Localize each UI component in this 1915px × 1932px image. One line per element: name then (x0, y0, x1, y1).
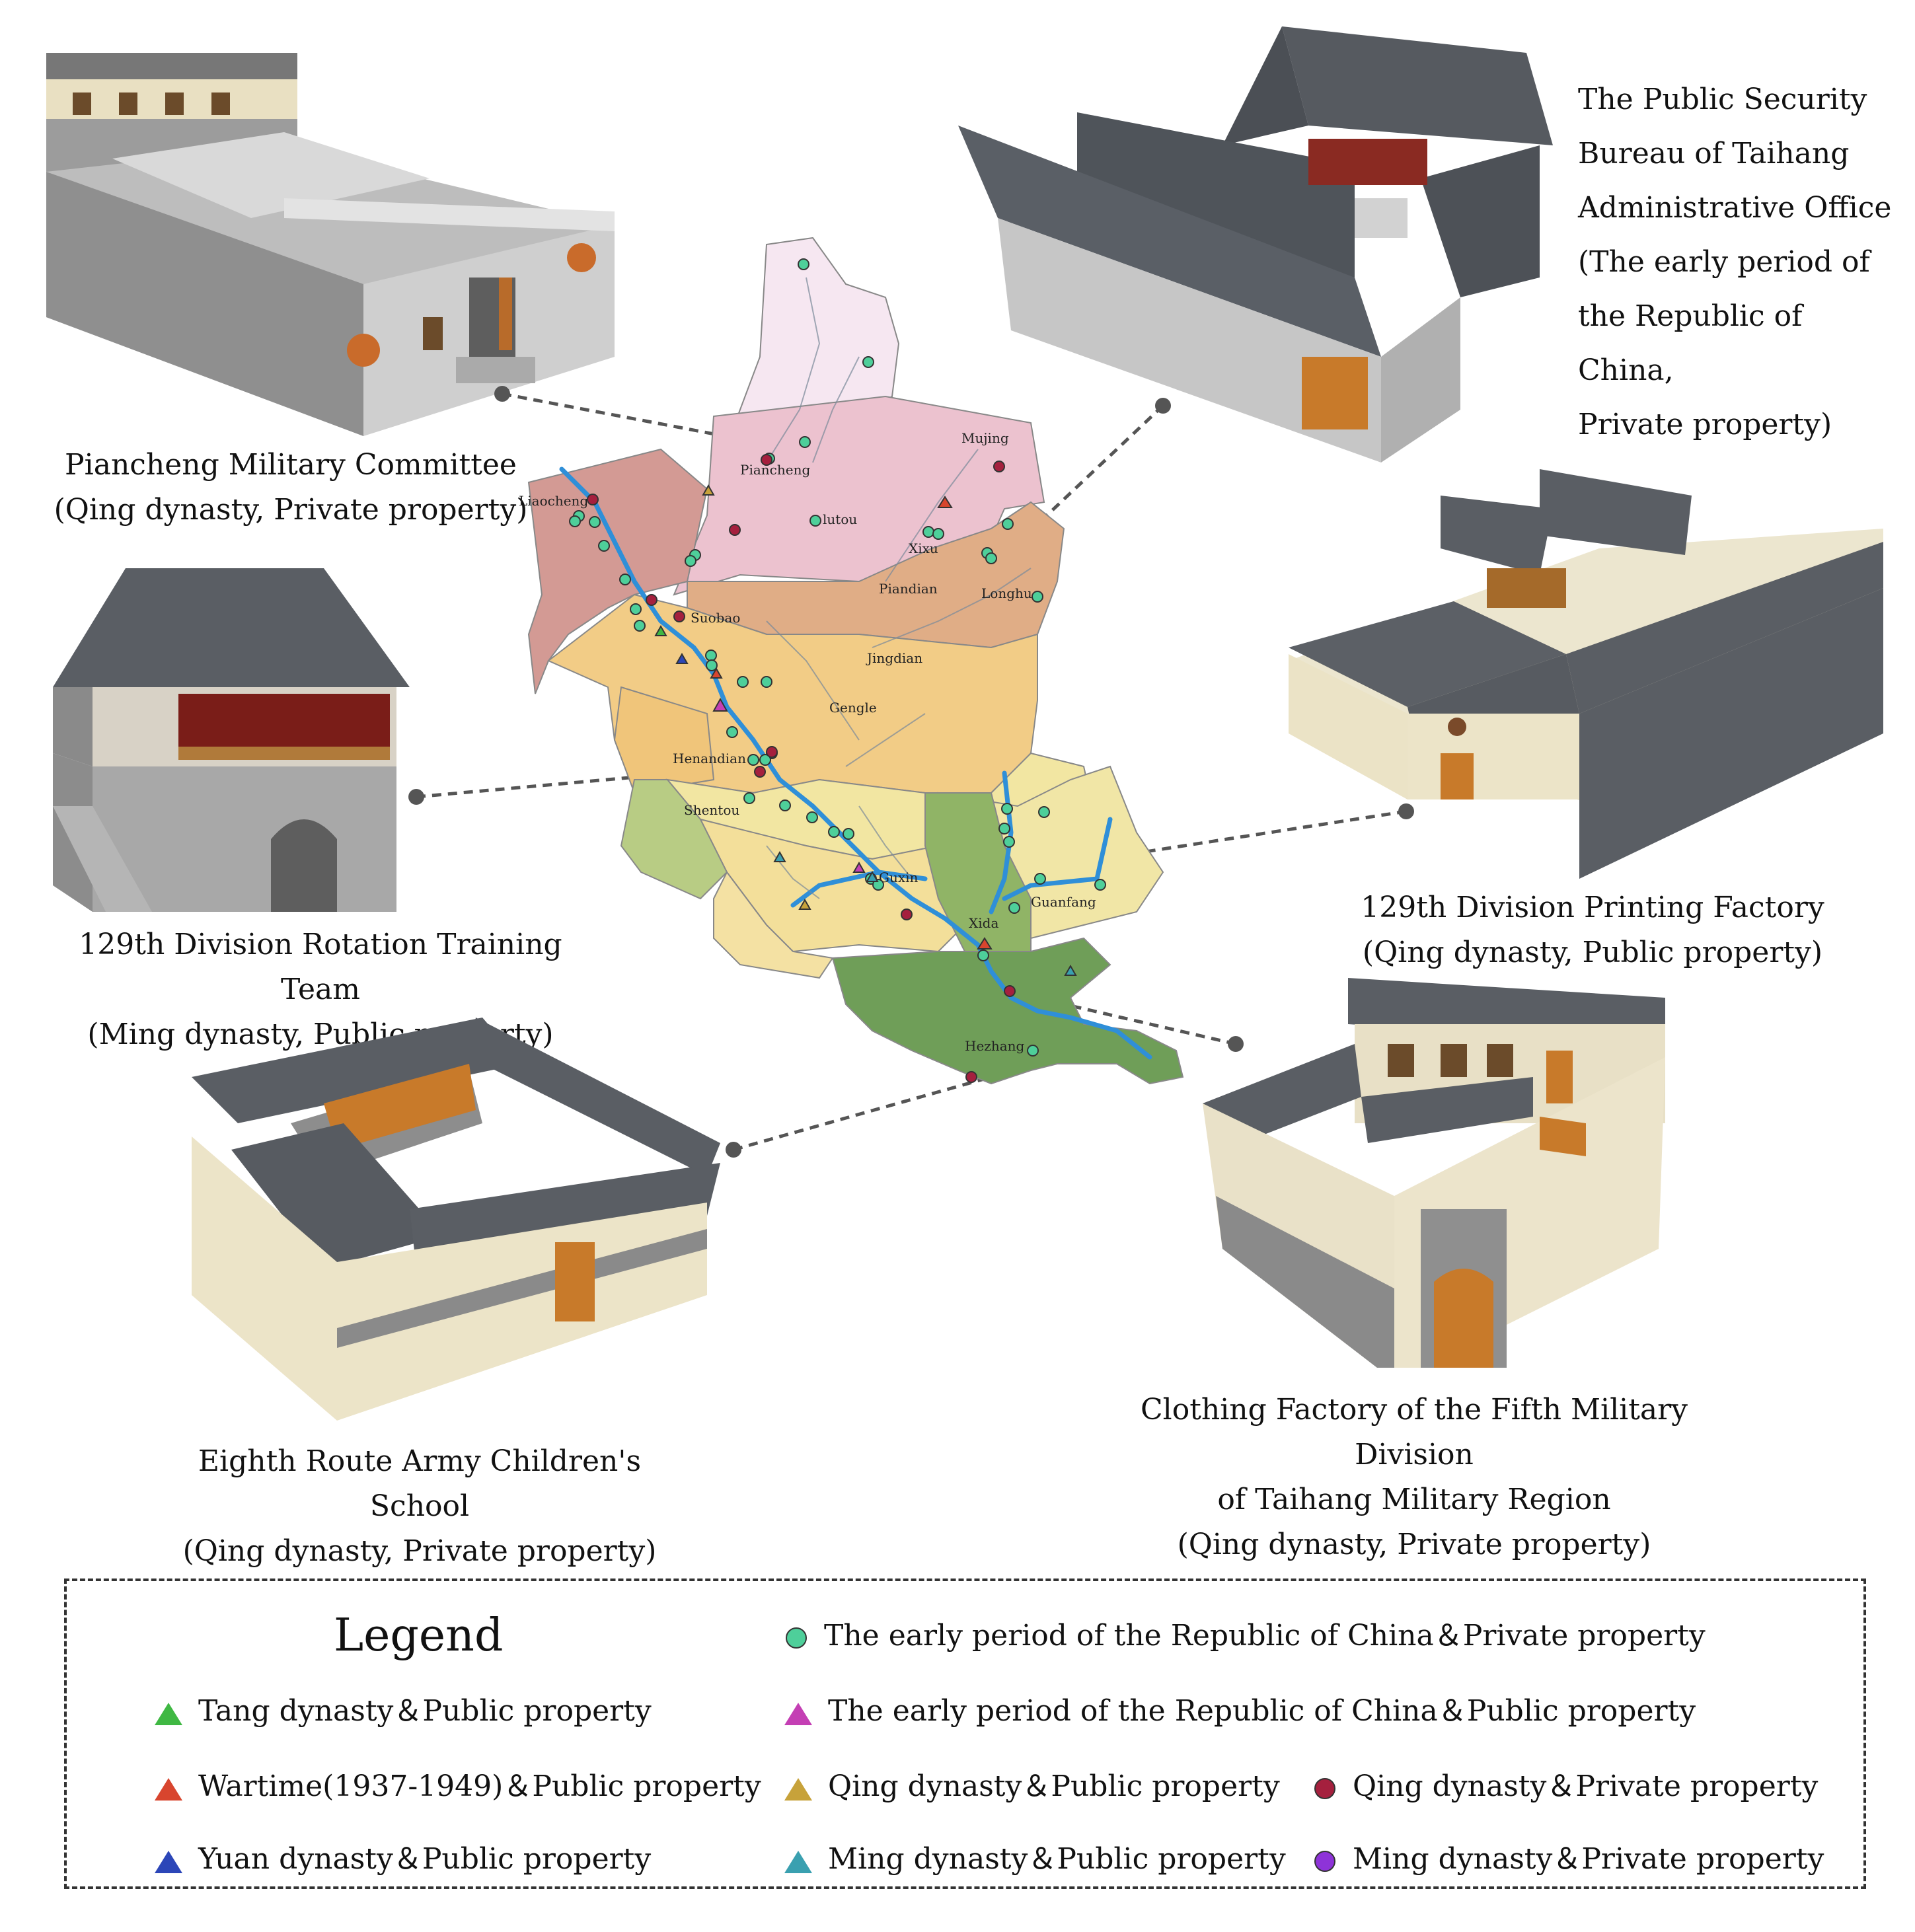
town-label: Piancheng (740, 462, 810, 478)
town-label: lutou (823, 511, 857, 527)
town-label: Guxin (879, 870, 919, 885)
triangle-marker-icon (784, 1777, 812, 1801)
town-label: Shentou (684, 802, 739, 818)
region-map: Mujing Piancheng Liaocheng lutou Xixu Lo… (408, 237, 1414, 1158)
school-building-illustration (192, 1018, 720, 1421)
legend-item: Yuan dynasty＆Public property (153, 1841, 651, 1878)
town-label: Gengle (829, 700, 877, 716)
caption-security-line2: Bureau of Taihang (1578, 137, 1850, 170)
town-label: Longhu (981, 585, 1032, 601)
triangle-marker-icon (155, 1702, 182, 1725)
legend-item-label: Wartime(1937-1949)＆Public property (198, 1769, 761, 1803)
circle-marker-icon (1314, 1777, 1335, 1799)
printing-building-illustration (1289, 469, 1883, 879)
town-labels: Mujing Piancheng Liaocheng lutou Xixu Lo… (519, 430, 1096, 1054)
leader-endpoints (408, 386, 1414, 1158)
triangle-marker-icon (155, 1777, 182, 1801)
triangle-marker-icon (784, 1850, 812, 1873)
town-label: Mujing (961, 430, 1009, 446)
caption-piancheng-line1: Piancheng Military Committee (65, 448, 517, 482)
town-label: Xixu (909, 540, 938, 556)
legend-item: Ming dynasty＆Private property (1312, 1841, 1824, 1878)
legend-title: Legend (334, 1610, 504, 1662)
legend-item-label: Ming dynasty＆Private property (1353, 1842, 1824, 1876)
town-label: Xida (969, 915, 998, 931)
caption-piancheng-line2: (Qing dynasty, Private property) (54, 493, 528, 527)
legend-item: Tang dynasty＆Public property (153, 1693, 652, 1730)
caption-printing: 129th Division Printing Factory (Qing dy… (1355, 885, 1830, 975)
town-label: Liaocheng (519, 493, 588, 509)
caption-rotation-line1: 129th Division Rotation Training Team (79, 928, 562, 1006)
caption-security-line3: Administrative Office (1578, 191, 1892, 225)
town-label: Piandian (879, 581, 938, 597)
caption-clothing-line2: of Taihang Military Region (1217, 1483, 1611, 1516)
town-label: Guanfang (1031, 894, 1096, 910)
caption-school-line2: (Qing dynasty, Private property) (182, 1534, 657, 1568)
caption-security: The Public Security Bureau of Taihang Ad… (1578, 73, 1895, 452)
heritage-markers (569, 258, 1106, 1083)
caption-security-line6: Private property) (1578, 408, 1832, 441)
triangle-marker-icon (784, 1702, 812, 1725)
legend-item: The early period of the Republic of Chin… (783, 1693, 1696, 1730)
caption-clothing-line3: (Qing dynasty, Private property) (1177, 1528, 1651, 1561)
legend-item: Ming dynasty＆Public property (783, 1841, 1286, 1878)
legend-item: Qing dynasty＆Private property (1312, 1768, 1818, 1805)
caption-school-line1: Eighth Route Army Children's School (198, 1444, 642, 1523)
clothing-building-illustration (1203, 978, 1665, 1368)
security-building-illustration (958, 26, 1553, 463)
caption-security-line5: the Republic of China, (1578, 299, 1803, 387)
rotation-building-illustration (53, 568, 410, 912)
caption-clothing-line1: Clothing Factory of the Fifth Military D… (1140, 1393, 1688, 1471)
tributaries (766, 277, 1032, 899)
town-label: Henandian (673, 751, 746, 766)
legend-item: Wartime(1937-1949)＆Public property (153, 1768, 761, 1805)
caption-printing-line1: 129th Division Printing Factory (1361, 891, 1824, 924)
caption-security-line4: (The early period of (1578, 245, 1870, 279)
caption-clothing: Clothing Factory of the Fifth Military D… (1084, 1388, 1745, 1567)
legend-item-label: Qing dynasty＆Private property (1353, 1769, 1819, 1803)
caption-piancheng: Piancheng Military Committee (Qing dynas… (26, 443, 555, 533)
town-label: Jingdian (866, 650, 922, 666)
triangle-marker-icon (155, 1850, 182, 1873)
circle-marker-icon (786, 1627, 807, 1649)
legend-item-label: The early period of the Republic of Chin… (824, 1619, 1706, 1653)
town-label: Suobao (691, 610, 740, 626)
legend-item-label: Ming dynasty＆Public property (828, 1842, 1286, 1876)
legend-item-label: Tang dynasty＆Public property (198, 1694, 652, 1728)
caption-security-line1: The Public Security (1578, 83, 1867, 116)
legend-item-label: Qing dynasty＆Public property (828, 1769, 1280, 1803)
caption-printing-line2: (Qing dynasty, Public property) (1362, 936, 1823, 969)
legend-item: The early period of the Republic of Chin… (783, 1617, 1706, 1654)
piancheng-building-illustration (46, 53, 615, 436)
map-zones (527, 237, 1184, 1085)
legend-item: Qing dynasty＆Public property (783, 1768, 1280, 1805)
caption-school: Eighth Route Army Children's School (Qin… (145, 1439, 694, 1574)
town-label: Hezhang (965, 1038, 1025, 1054)
circle-marker-icon (1314, 1850, 1335, 1872)
legend-item-label: The early period of the Republic of Chin… (828, 1694, 1696, 1728)
legend-box (64, 1579, 1866, 1889)
legend-item-label: Yuan dynasty＆Public property (198, 1842, 652, 1876)
